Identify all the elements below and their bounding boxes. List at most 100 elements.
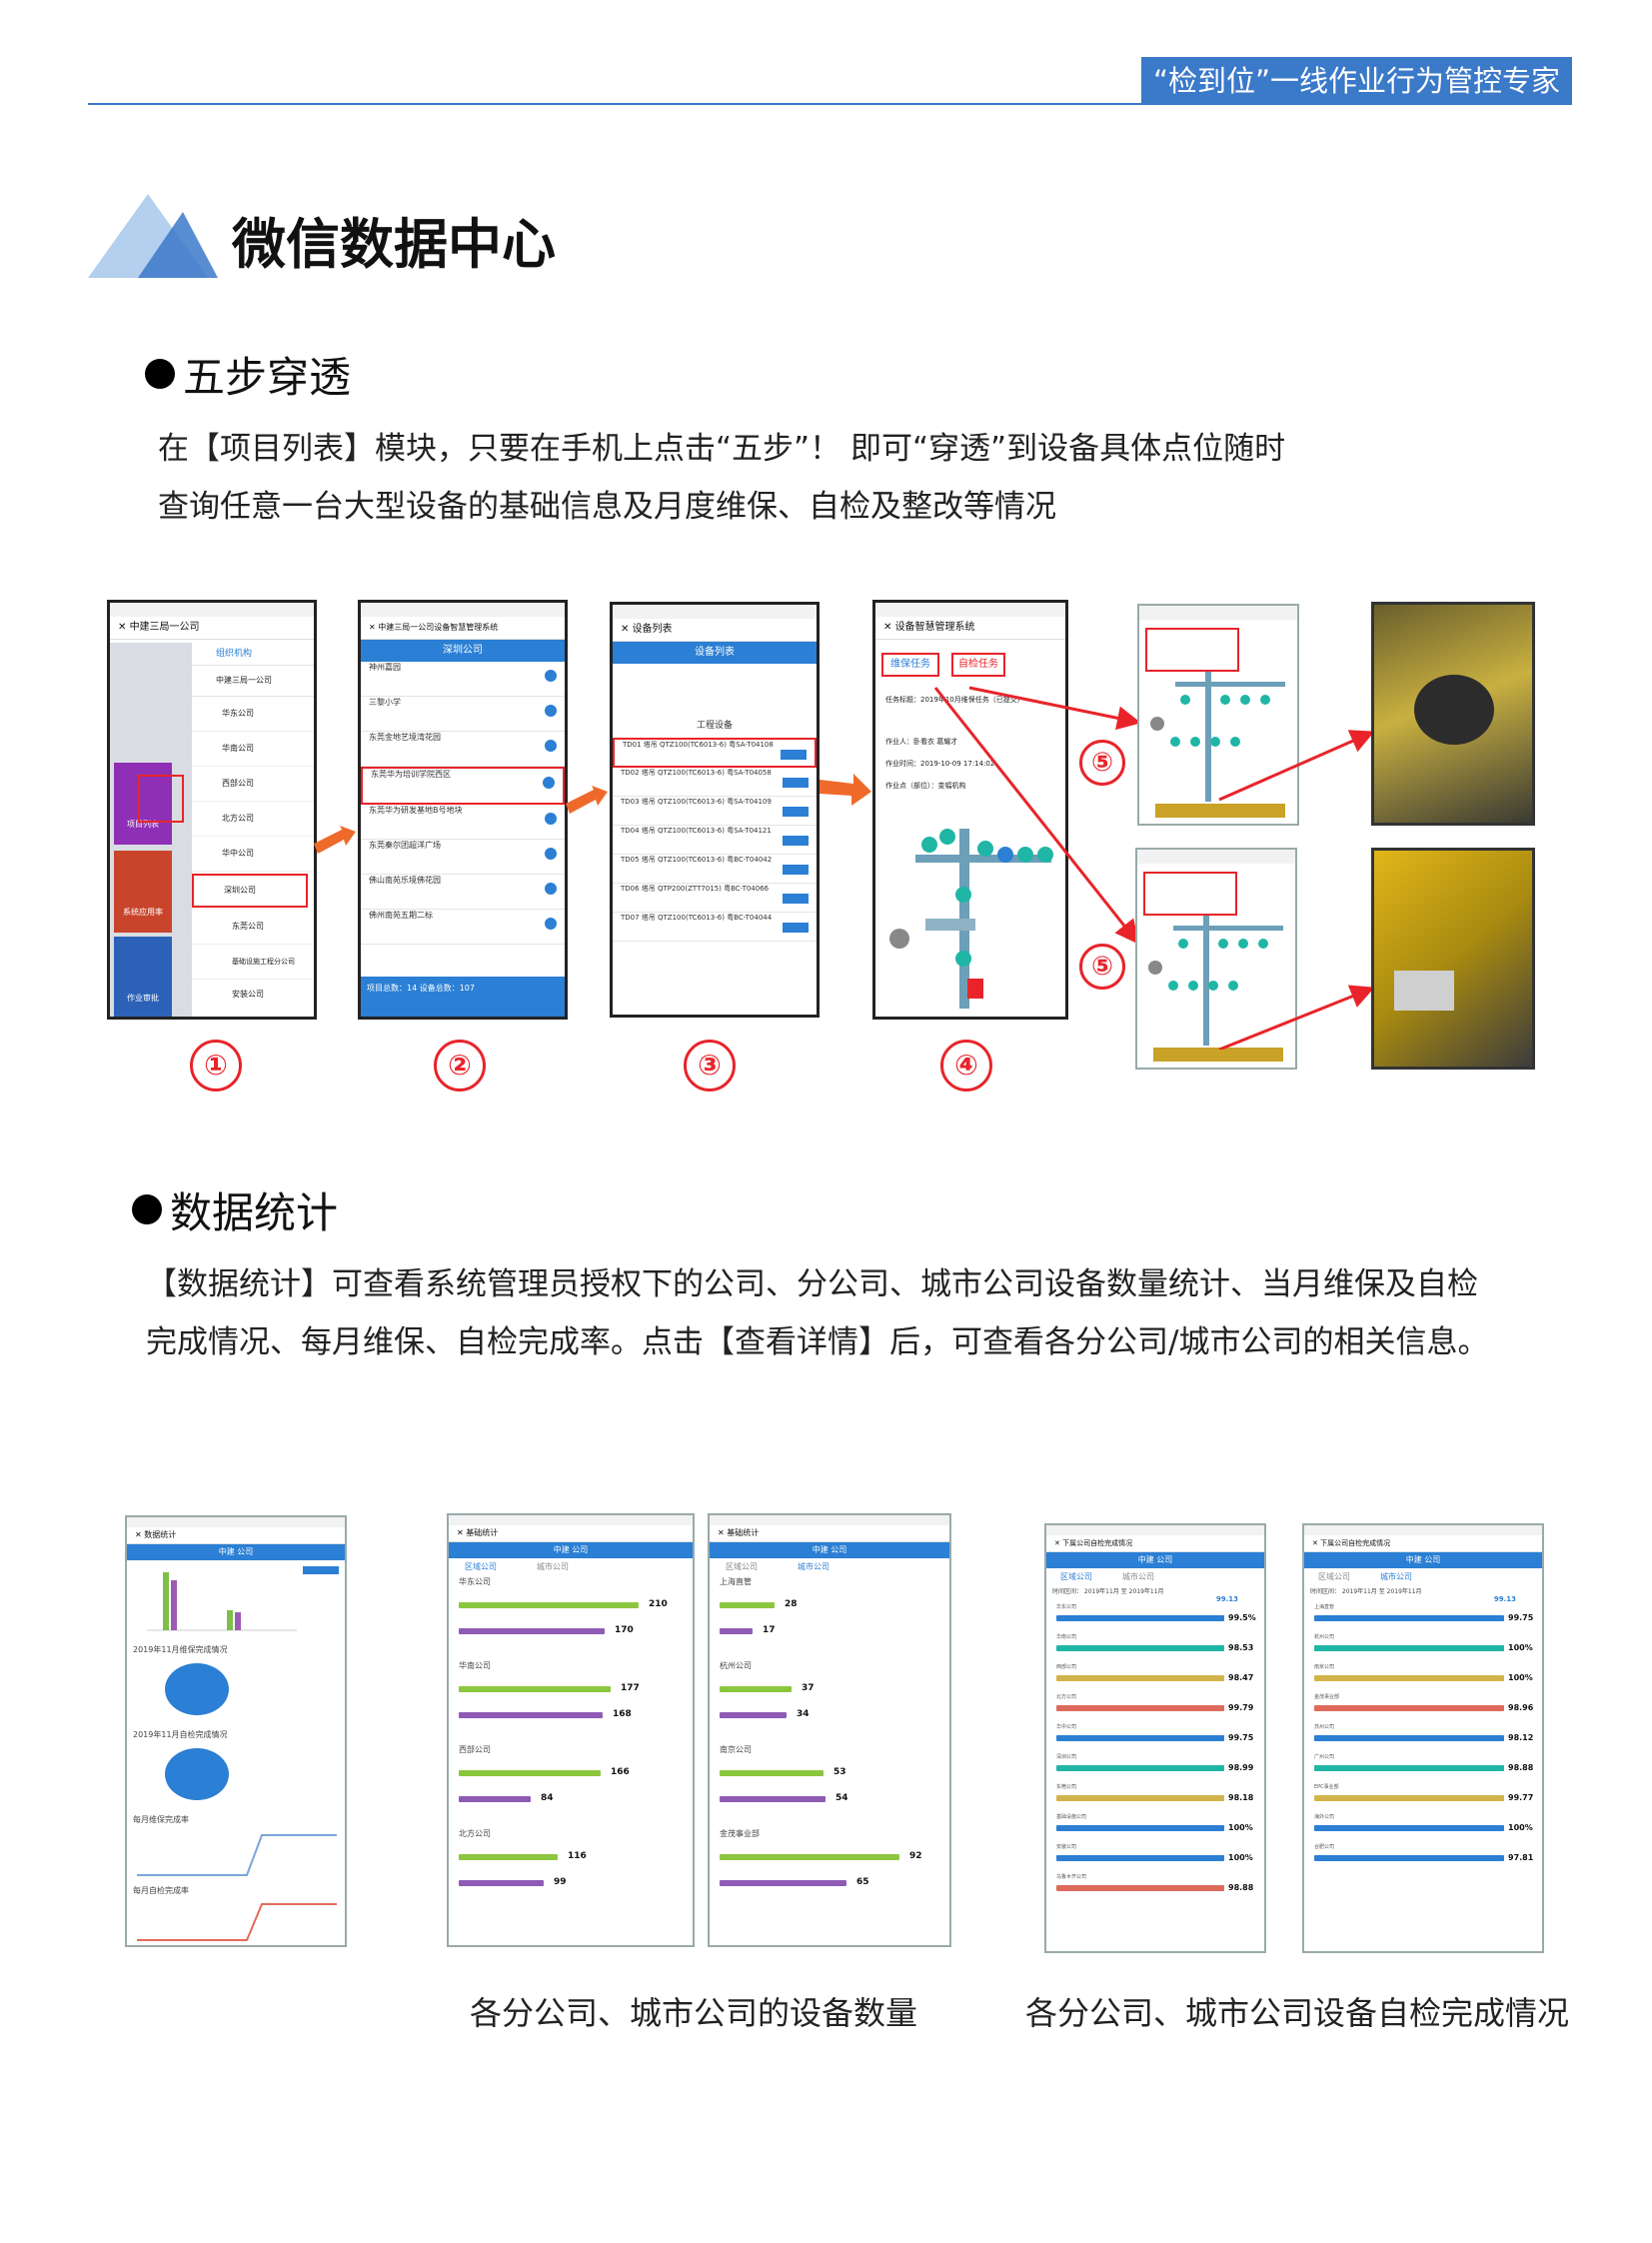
step-1-badge: ① bbox=[190, 1040, 242, 1092]
group-name: 华东公司 bbox=[459, 1577, 491, 1586]
task-operator: 作业人：卧看衣 葛耀才 bbox=[885, 738, 958, 746]
screen-2-footer: 项目总数：14 设备总数：107 bbox=[361, 977, 565, 1017]
completion-value: 100% bbox=[1228, 1823, 1253, 1832]
completion-value: 100% bbox=[1508, 1643, 1533, 1652]
project-row[interactable]: 三黎小学 bbox=[361, 697, 565, 732]
completion-value: 100% bbox=[1508, 1823, 1533, 1832]
screen-2-title: ✕ 中建三局一公司设备智慧管理系统 bbox=[361, 617, 565, 640]
project-row[interactable]: 东莞秦尔团超洋广场 bbox=[361, 840, 565, 875]
group-name: 杭州公司 bbox=[720, 1661, 752, 1670]
equipment-row[interactable]: TD02 塔吊 QTZ100(TC6013-6) 粤SA-T04058 bbox=[613, 768, 817, 797]
completion-value: 98.18 bbox=[1228, 1793, 1254, 1802]
tab-city[interactable]: 城市公司 bbox=[1122, 1572, 1154, 1581]
tab-region[interactable]: 区域公司 bbox=[1318, 1572, 1350, 1581]
step-5a-badge: ⑤ bbox=[1079, 740, 1125, 786]
tab-city[interactable]: 城市公司 bbox=[537, 1562, 569, 1571]
menu-item-org[interactable]: 组织机构 bbox=[192, 643, 314, 666]
stats-screen-2-title: ✕ 基础统计 bbox=[449, 1525, 693, 1542]
stats-screen-2-bar: 中建 公司 bbox=[449, 1542, 693, 1558]
count-value: 177 bbox=[621, 1683, 640, 1693]
tab-region[interactable]: 区域公司 bbox=[726, 1562, 758, 1571]
tab-self-check[interactable]: 自检任务 bbox=[951, 653, 1005, 677]
company-name: 上海直管 bbox=[1314, 1604, 1335, 1610]
monthly-self-check-line bbox=[137, 1903, 337, 1941]
menu-item[interactable]: 华东公司 bbox=[192, 697, 314, 732]
company-name: 华南公司 bbox=[1056, 1634, 1077, 1640]
stats-heading: 数据统计 bbox=[132, 1187, 338, 1239]
equipment-row[interactable]: TD06 塔吊 QTP200(ZTT7015) 粤BC-T04066 bbox=[613, 884, 817, 913]
highlight-box bbox=[138, 775, 184, 823]
status-bar bbox=[1137, 850, 1295, 864]
equipment-row[interactable]: TD04 塔吊 QTZ100(TC6013-6) 粤SA-T04121 bbox=[613, 826, 817, 855]
status-bar bbox=[875, 603, 1065, 617]
menu-item[interactable]: 华中公司 bbox=[192, 837, 314, 872]
company-name: 海外公司 bbox=[1314, 1814, 1335, 1820]
five-step-heading: 五步穿透 bbox=[145, 352, 351, 404]
count-bar bbox=[459, 1796, 531, 1802]
count-value: 54 bbox=[835, 1793, 848, 1803]
project-row-highlighted[interactable]: 东莞华为培训学院西区 bbox=[361, 767, 565, 805]
stats-screen-5-bar: 中建 公司 bbox=[1304, 1552, 1542, 1568]
menu-item[interactable]: 北方公司 bbox=[192, 802, 314, 837]
equipment-row[interactable]: TD05 塔吊 QTZ100(TC6013-6) 粤BC-T04042 bbox=[613, 855, 817, 884]
screen-4-title: ✕ 设备智慧管理系统 bbox=[875, 617, 1065, 640]
chart-title: 2019年11月维保完成情况 bbox=[133, 1645, 228, 1654]
menu-item[interactable]: 西部公司 bbox=[192, 767, 314, 802]
completion-bar bbox=[1314, 1765, 1504, 1771]
completion-value: 98.53 bbox=[1228, 1643, 1254, 1652]
step-3-badge: ③ bbox=[684, 1040, 736, 1092]
arrow-right-icon bbox=[566, 786, 608, 814]
menu-item-root[interactable]: 中建三局一公司 bbox=[192, 666, 314, 697]
tile-usage-rate[interactable]: 系统应用率 bbox=[114, 851, 172, 933]
completion-bar bbox=[1314, 1795, 1504, 1801]
equipment-row[interactable]: TD07 塔吊 QTZ100(TC6013-6) 粤BC-T04044 bbox=[613, 913, 817, 942]
menu-item[interactable]: 安装公司 bbox=[232, 990, 264, 999]
menu-item[interactable]: 基础设施工程分公司 bbox=[192, 945, 314, 980]
bullet-icon bbox=[132, 1194, 162, 1224]
company-name: 杭州公司 bbox=[1314, 1634, 1335, 1640]
count-bar bbox=[720, 1686, 792, 1692]
tile-approval[interactable]: 作业审批 bbox=[114, 937, 172, 1017]
tab-city[interactable]: 城市公司 bbox=[798, 1562, 829, 1571]
count-bar bbox=[720, 1880, 846, 1886]
menu-item[interactable]: 东莞公司 bbox=[192, 910, 314, 945]
tab-row: 区域公司 城市公司 bbox=[449, 1558, 693, 1576]
stats-screen-3-title: ✕ 基础统计 bbox=[710, 1525, 949, 1542]
equipment-photo bbox=[1371, 848, 1535, 1070]
equipment-photo bbox=[1371, 602, 1535, 826]
company-name: 合肥公司 bbox=[1314, 1844, 1335, 1850]
tab-city[interactable]: 城市公司 bbox=[1380, 1572, 1412, 1581]
tab-region[interactable]: 区域公司 bbox=[465, 1562, 497, 1571]
project-row[interactable]: 神州嘉园 bbox=[361, 662, 565, 697]
completion-value: 97.81 bbox=[1508, 1853, 1534, 1862]
project-row[interactable]: 佛州南苑五期二标 bbox=[361, 910, 565, 945]
status-bar bbox=[1304, 1525, 1542, 1535]
title-mountain-icon bbox=[88, 194, 218, 278]
company-name: 南京公司 bbox=[1314, 1664, 1335, 1670]
group-name: 金茂事业部 bbox=[720, 1829, 760, 1838]
red-arrows-icon bbox=[1218, 730, 1375, 1050]
company-name: 西部公司 bbox=[1056, 1664, 1077, 1670]
count-bar bbox=[720, 1770, 824, 1776]
average-value: 99.13 bbox=[1493, 1595, 1516, 1603]
project-row[interactable]: 东莞金地艺境湾花园 bbox=[361, 732, 565, 767]
project-row[interactable]: 东莞华为研发基地B号地块 bbox=[361, 805, 565, 840]
arrow-right-icon bbox=[820, 774, 871, 806]
status-bar bbox=[613, 605, 817, 619]
menu-item[interactable]: 华南公司 bbox=[192, 732, 314, 767]
equipment-row[interactable]: TD03 塔吊 QTZ100(TC6013-6) 粤SA-T04109 bbox=[613, 797, 817, 826]
count-value: 53 bbox=[833, 1767, 846, 1777]
tab-region[interactable]: 区域公司 bbox=[1060, 1572, 1092, 1581]
project-row[interactable]: 佛山南苑乐境佛花园 bbox=[361, 875, 565, 910]
equipment-row-highlighted[interactable]: TD01 塔吊 QTZ100(TC6013-6) 粤SA-T04108 bbox=[613, 738, 817, 768]
org-menu: 组织机构 中建三局一公司 华东公司 华南公司 西部公司 北方公司 华中公司 深圳… bbox=[192, 643, 314, 1017]
menu-item-highlighted[interactable]: 深圳公司 bbox=[192, 874, 308, 908]
tab-maintenance[interactable]: 维保任务 bbox=[881, 653, 939, 677]
completion-value: 98.99 bbox=[1228, 1763, 1254, 1772]
screen-4: ✕ 设备智慧管理系统 维保任务 自检任务 任务标题：2019年10月维保任务（已… bbox=[872, 600, 1068, 1020]
company-name: 乌鲁木齐公司 bbox=[1056, 1874, 1087, 1880]
status-bar bbox=[449, 1515, 693, 1525]
